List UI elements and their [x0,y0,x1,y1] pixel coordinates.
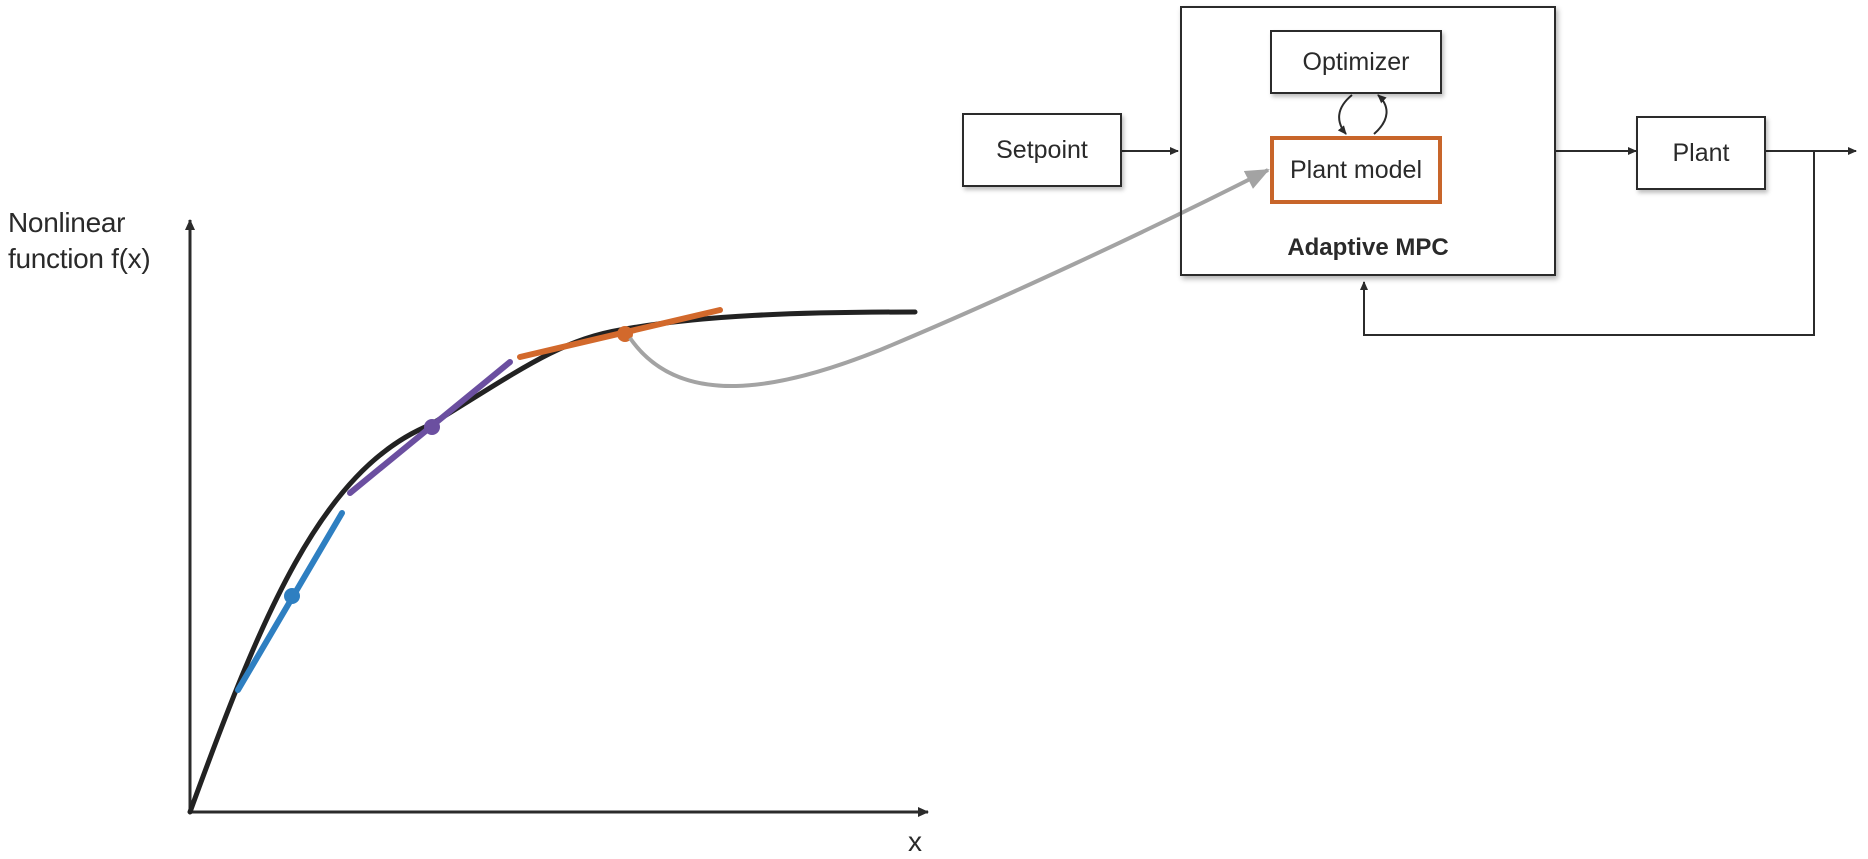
plant-model-label: Plant model [1289,155,1423,184]
y-axis-label: Nonlinear function f(x) [8,207,151,274]
linearization-point-blue [284,588,300,604]
setpoint-label: Setpoint [996,135,1088,164]
optimizer-label: Optimizer [1302,47,1410,76]
plant-label: Plant [1672,138,1730,167]
setpoint-block: Setpoint [962,113,1122,187]
model-to-optimizer-arrow [1373,94,1388,135]
linearization-link-arrow [628,168,1270,388]
optimizer-to-model-arrow [1337,94,1353,135]
linearization-point-orange [617,326,633,342]
adaptive-mpc-block [1180,6,1556,276]
linearization-point-purple [424,419,440,435]
optimizer-block: Optimizer [1270,30,1442,94]
plant-block: Plant [1636,116,1766,190]
feedback-path [1360,151,1815,336]
x-axis-label: x [908,826,922,857]
plant-model-block: Plant model [1270,136,1442,204]
nonlinear-curve [187,309,918,815]
adaptive-mpc-label: Adaptive MPC [1287,234,1449,261]
